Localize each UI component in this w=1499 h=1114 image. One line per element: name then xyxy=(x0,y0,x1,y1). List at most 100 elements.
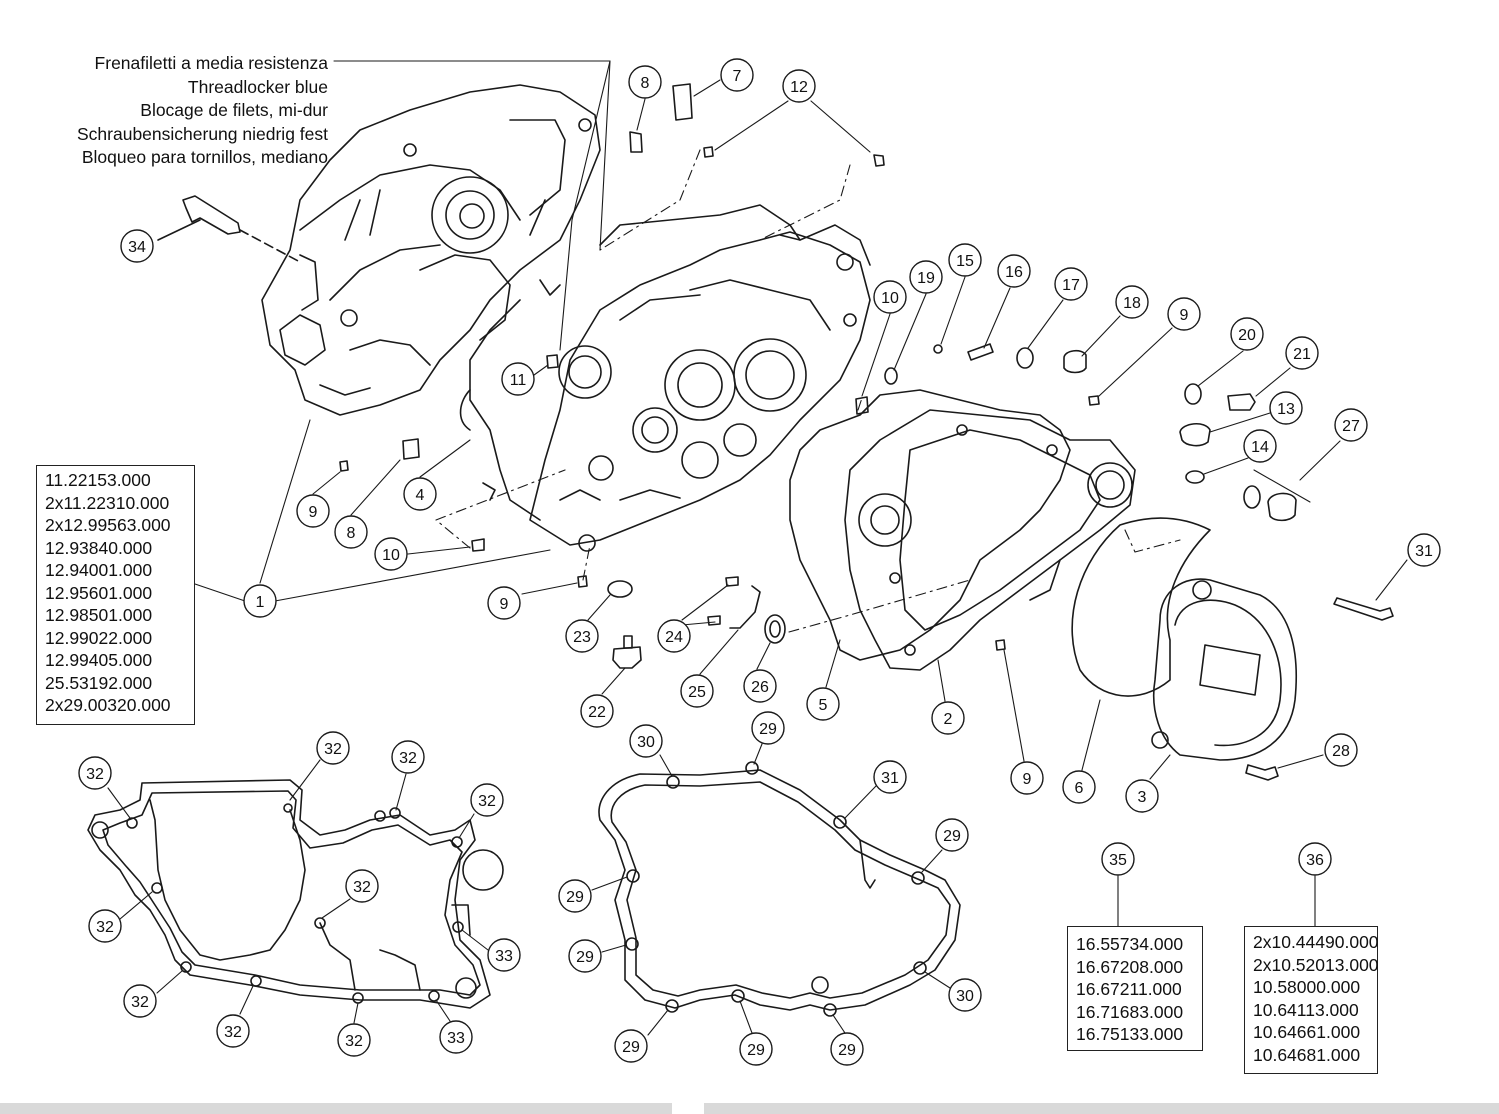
callout-22: 22 xyxy=(580,694,614,728)
callout-number: 33 xyxy=(447,1030,465,1047)
callout-1: 1 xyxy=(243,584,277,618)
callout-21: 21 xyxy=(1285,336,1319,370)
threadlocker-note: Frenafiletti a media resistenza Threadlo… xyxy=(77,52,328,170)
part-codes-ref-36: 2x10.44490.000 2x10.52013.000 10.58000.0… xyxy=(1244,926,1379,1074)
callout-number: 35 xyxy=(1109,852,1127,869)
washer-23 xyxy=(607,580,633,598)
gasket-5 xyxy=(789,389,1071,661)
pin-9-top xyxy=(1088,395,1100,406)
note-line-de: Schraubensicherung niedrig fest xyxy=(77,123,328,144)
assembly-lines xyxy=(435,149,1181,633)
code-row: 2x29.00320.000 xyxy=(45,695,171,715)
callout-17: 17 xyxy=(1054,267,1088,301)
callout-number: 17 xyxy=(1062,277,1080,294)
callout-number: 9 xyxy=(1023,771,1032,788)
code-row: 2x12.99563.000 xyxy=(45,515,171,535)
ball-15 xyxy=(933,344,943,354)
plug-18 xyxy=(1063,349,1087,374)
callout-32: 32 xyxy=(316,731,350,765)
callout-26: 26 xyxy=(743,669,777,703)
sleeve-7 xyxy=(672,83,693,121)
screw-24b xyxy=(707,615,721,626)
callout-number: 8 xyxy=(347,525,356,542)
callout-16: 16 xyxy=(997,254,1031,288)
callout-3: 3 xyxy=(1125,779,1159,813)
callout-number: 10 xyxy=(382,547,400,564)
callout-29: 29 xyxy=(751,711,785,745)
callout-number: 32 xyxy=(96,919,114,936)
callout-number: 13 xyxy=(1277,401,1295,418)
washer-20 xyxy=(1184,383,1202,405)
code-row: 16.55734.000 xyxy=(1076,934,1184,954)
dowel-10-left xyxy=(471,538,485,552)
callout-number: 26 xyxy=(751,679,769,696)
gasket-29-30-31 xyxy=(598,761,961,1017)
code-row: 12.99405.000 xyxy=(45,650,153,670)
callout-29: 29 xyxy=(568,939,602,973)
callout-number: 7 xyxy=(733,68,742,85)
callout-5: 5 xyxy=(806,687,840,721)
callout-10: 10 xyxy=(374,537,408,571)
gasket-4 xyxy=(469,204,801,521)
callout-number: 32 xyxy=(224,1024,242,1041)
callout-14: 14 xyxy=(1243,429,1277,463)
spring-16 xyxy=(967,343,994,361)
callout-number: 8 xyxy=(641,75,650,92)
callout-32: 32 xyxy=(78,756,112,790)
callout-number: 33 xyxy=(495,948,513,965)
callout-29: 29 xyxy=(739,1032,773,1066)
code-row: 16.71683.000 xyxy=(1076,1001,1184,1022)
note-line-es: Bloqueo para tornillos, mediano xyxy=(81,147,328,167)
callout-number: 20 xyxy=(1238,327,1256,344)
bolt-31 xyxy=(1333,597,1394,621)
callout-number: 29 xyxy=(622,1039,640,1056)
footer-strip-right xyxy=(704,1103,1499,1114)
callout-number: 23 xyxy=(573,629,591,646)
callout-number: 11 xyxy=(510,372,527,389)
washer-17 xyxy=(1016,347,1034,369)
code-row: 12.93840.000 xyxy=(45,537,153,558)
callout-9: 9 xyxy=(296,494,330,528)
pin-9-left xyxy=(339,460,349,472)
callout-number: 2 xyxy=(944,711,953,728)
callout-number: 3 xyxy=(1138,789,1147,806)
callout-number: 21 xyxy=(1293,346,1311,363)
callout-31: 31 xyxy=(1407,533,1441,567)
callout-32: 32 xyxy=(123,984,157,1018)
callout-number: 30 xyxy=(956,988,974,1005)
callout-25: 25 xyxy=(680,674,714,708)
callout-number: 5 xyxy=(819,697,828,714)
callout-12: 12 xyxy=(782,69,816,103)
pin-9-center xyxy=(577,575,588,588)
callout-32: 32 xyxy=(216,1014,250,1048)
callout-number: 29 xyxy=(566,889,584,906)
right-crankcase-half xyxy=(529,224,871,552)
callout-29: 29 xyxy=(935,818,969,852)
callout-34: 34 xyxy=(120,229,154,263)
code-row: 10.64661.000 xyxy=(1253,1022,1361,1042)
callout-33: 33 xyxy=(439,1020,473,1054)
footer-strip-left xyxy=(0,1103,672,1114)
callout-layer: 1234567889999101011121314151617181920212… xyxy=(78,58,1441,1066)
code-row: 2x10.52013.000 xyxy=(1253,954,1379,975)
callout-number: 9 xyxy=(1180,307,1189,324)
callout-number: 29 xyxy=(747,1042,765,1059)
callout-number: 32 xyxy=(353,879,371,896)
callout-31: 31 xyxy=(873,760,907,794)
code-row: 2x10.44490.000 xyxy=(1253,932,1379,952)
callout-number: 24 xyxy=(665,629,683,646)
callout-30: 30 xyxy=(629,724,663,758)
callout-10: 10 xyxy=(873,280,907,314)
callout-33: 33 xyxy=(487,938,521,972)
clip-25 xyxy=(729,585,761,629)
callout-number: 14 xyxy=(1251,439,1269,456)
callout-9: 9 xyxy=(487,586,521,620)
callout-number: 9 xyxy=(309,504,318,521)
code-row: 25.53192.000 xyxy=(45,672,153,693)
dash-34 xyxy=(239,229,301,263)
callout-number: 30 xyxy=(637,734,655,751)
code-row: 10.58000.000 xyxy=(1253,977,1361,997)
callout-number: 27 xyxy=(1342,418,1360,435)
